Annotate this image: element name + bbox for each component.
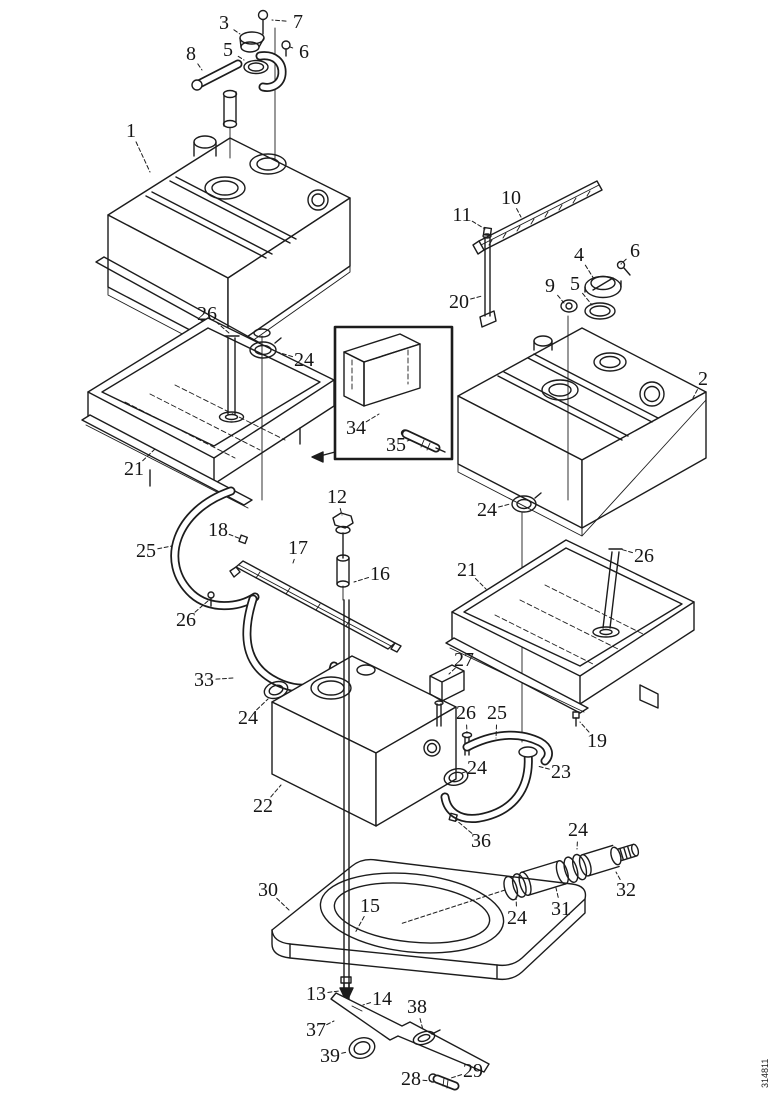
leader-line-38-48 (419, 1018, 424, 1031)
leader-line-27-31 (448, 667, 456, 675)
leader-line-4-9 (584, 264, 595, 280)
inset-detail-box (311, 325, 454, 463)
leader-line-24-26 (256, 698, 269, 711)
leader-line-34-17 (365, 413, 380, 423)
leader-line-26-14 (215, 321, 230, 334)
leader-line-9-12 (557, 294, 565, 304)
leader-line-6-5 (289, 46, 294, 49)
hoses-middle-drawing (170, 486, 402, 700)
leader-line-37-46 (326, 1020, 335, 1026)
leader-line-31-41 (555, 887, 559, 898)
leader-line-17-22 (292, 558, 295, 564)
leader-line-14-45 (362, 1002, 372, 1006)
skid-plate-30-drawing (271, 858, 587, 981)
hoses-right-drawing (440, 730, 553, 824)
leader-line-3-1 (233, 29, 241, 35)
leader-line-5-3 (237, 55, 245, 61)
leader-line-10-6 (516, 208, 522, 218)
leader-line-36-37 (455, 819, 473, 834)
leader-line-33-25 (215, 677, 234, 680)
leader-line-24-35 (461, 771, 467, 774)
leader-line-19-34 (579, 721, 590, 733)
tray-21-left-drawing (81, 317, 335, 509)
leader-line-26-24 (194, 599, 210, 613)
tray-21-right-drawing (445, 539, 695, 727)
leader-line-23-36 (536, 765, 550, 770)
filler-cap-hardware-drawing (191, 9, 291, 161)
pickup-tube-15-drawing (339, 599, 354, 1003)
leader-line-1-0 (135, 141, 151, 173)
leader-line-5-10 (582, 292, 593, 306)
leader-line-22-27 (270, 784, 282, 798)
leader-line-26-29 (619, 548, 633, 554)
leader-line-15-39 (354, 915, 365, 934)
leader-line-21-28 (474, 577, 487, 590)
leader-line-35-18 (406, 439, 411, 442)
leader-line-6-11 (620, 258, 627, 265)
leader-line-8-4 (197, 63, 203, 71)
leader-line-7-2 (271, 19, 287, 22)
leader-line-21-16 (142, 447, 157, 462)
leader-line-12-21 (339, 508, 343, 516)
leader-lines (135, 19, 698, 1082)
leader-line-30-38 (276, 897, 290, 911)
leader-line-11-7 (471, 220, 486, 230)
leader-line-29-50 (450, 1074, 463, 1079)
leader-line-24-30 (498, 503, 511, 508)
leader-line-32-42 (615, 871, 621, 881)
leader-line-18-20 (228, 533, 242, 540)
hose-assembly-31-32-drawing (399, 843, 640, 925)
drawing-number: 314811 (760, 1059, 770, 1088)
center-tank-22-drawing (271, 655, 473, 827)
leader-line-16-23 (353, 577, 370, 583)
mounting-strap-rod-drawing (472, 180, 603, 328)
leader-line-20-8 (470, 295, 483, 300)
fuel-tank-2-drawing (457, 260, 707, 743)
leader-line-28-49 (422, 1079, 432, 1082)
leader-line-2-13 (692, 389, 698, 399)
leader-line-24-15 (276, 351, 293, 358)
bottom-hardware-drawing (330, 976, 490, 1091)
leader-line-13-44 (327, 990, 340, 993)
leader-line-25-19 (157, 545, 173, 550)
leader-line-39-47 (341, 1051, 348, 1054)
leader-line-25-33 (495, 724, 498, 739)
